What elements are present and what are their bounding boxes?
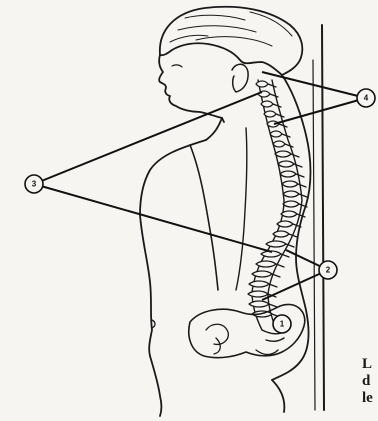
spinous-process	[268, 84, 276, 87]
spinous-process	[299, 194, 307, 197]
vertebra	[282, 181, 298, 187]
pelvis-detail	[206, 324, 278, 354]
vertebra	[261, 101, 273, 107]
vertebra	[281, 211, 297, 217]
leader-4-upper	[262, 72, 366, 98]
vertebra	[280, 171, 296, 177]
caption-fragment-2: d	[362, 374, 370, 389]
vertebra	[273, 231, 289, 237]
torso-front	[140, 215, 152, 356]
leg-front	[150, 356, 162, 416]
vertebra	[266, 241, 286, 247]
leader-3-neck	[34, 92, 262, 184]
vertebra	[256, 81, 268, 87]
callout-1-label: 1	[280, 320, 285, 329]
vertebra	[278, 161, 294, 167]
vertebra	[248, 291, 268, 297]
vertebra	[283, 201, 299, 207]
plumb-line	[322, 25, 324, 410]
caption-fragment-3: le	[362, 391, 373, 406]
vertebra	[256, 261, 276, 267]
callout-4-label: 4	[364, 94, 369, 103]
spinous-process	[298, 184, 306, 187]
chest-line	[140, 140, 206, 215]
vertebra	[283, 191, 299, 197]
spinous-process	[269, 304, 277, 307]
vertebra	[249, 301, 269, 307]
spinous-process	[273, 104, 281, 107]
eye	[172, 65, 182, 67]
spinous-process	[294, 164, 302, 167]
arm-back	[236, 128, 247, 290]
buttock	[272, 380, 284, 412]
arm	[190, 145, 218, 290]
spinous-process	[291, 154, 299, 157]
spinous-process	[296, 174, 304, 177]
spinous-process	[270, 94, 278, 97]
ear	[232, 64, 248, 92]
neck-front	[206, 118, 222, 140]
vertebra	[264, 111, 276, 117]
vertebra	[277, 221, 293, 227]
vertebra	[252, 271, 272, 277]
vertebra	[273, 141, 285, 147]
vertebra	[249, 281, 269, 287]
caption-fragment-1: L	[362, 357, 372, 372]
vertebra	[275, 151, 291, 157]
callout-3-label: 3	[32, 180, 37, 189]
vertebra	[270, 131, 282, 137]
callout-2-label: 2	[326, 266, 331, 275]
leader-4-lower	[274, 98, 366, 124]
leader-3-lumbar	[34, 184, 272, 252]
